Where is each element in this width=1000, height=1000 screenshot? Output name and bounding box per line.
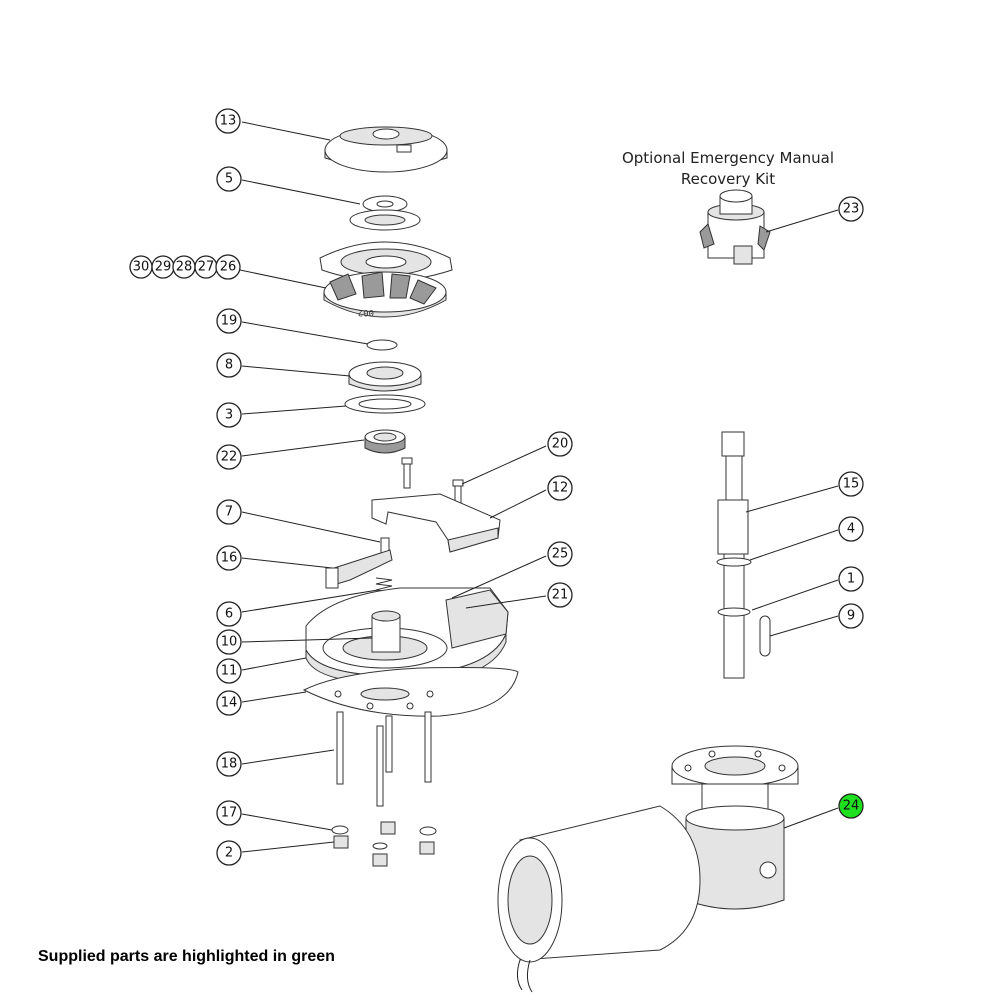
callout-10: 10 bbox=[216, 629, 242, 655]
callout-17: 17 bbox=[216, 800, 242, 826]
svg-text:8: 8 bbox=[225, 358, 233, 373]
callout-23: 23 bbox=[838, 196, 864, 222]
svg-text:1: 1 bbox=[847, 572, 855, 587]
callout-22: 22 bbox=[216, 444, 242, 470]
svg-text:18: 18 bbox=[221, 757, 238, 772]
callout-6: 6 bbox=[216, 601, 242, 627]
part-13-top-cap bbox=[324, 126, 448, 173]
svg-text:27: 27 bbox=[198, 260, 215, 275]
part-20-bolts bbox=[401, 457, 464, 514]
svg-text:5: 5 bbox=[225, 172, 233, 187]
part-2-nuts bbox=[333, 821, 435, 867]
callout-11: 11 bbox=[216, 658, 242, 684]
callout-18: 18 bbox=[216, 751, 242, 777]
part-18-studs bbox=[336, 711, 432, 807]
part-12-cover bbox=[371, 493, 501, 553]
svg-text:20: 20 bbox=[552, 437, 569, 452]
callout-26: 26 bbox=[215, 254, 241, 280]
svg-text:23: 23 bbox=[843, 202, 860, 217]
part-15-shaft bbox=[717, 431, 749, 679]
svg-text:7: 7 bbox=[225, 505, 233, 520]
part-17-washers bbox=[331, 825, 437, 836]
svg-text:3: 3 bbox=[225, 408, 233, 423]
svg-text:13: 13 bbox=[220, 114, 237, 129]
svg-text:21: 21 bbox=[552, 588, 569, 603]
part-6-spring bbox=[375, 577, 393, 593]
svg-text:16: 16 bbox=[221, 551, 238, 566]
svg-text:19: 19 bbox=[221, 314, 238, 329]
recovery-kit-title-line1: Optional Emergency Manual bbox=[621, 149, 835, 167]
callout-24-highlighted: 24 bbox=[838, 793, 864, 819]
svg-text:26: 26 bbox=[220, 260, 237, 275]
svg-text:28: 28 bbox=[176, 260, 193, 275]
part-14-base-gasket bbox=[302, 667, 519, 717]
part-3-gasket bbox=[344, 394, 426, 414]
svg-text:11: 11 bbox=[221, 664, 238, 679]
recovery-kit-title-line2: Recovery Kit bbox=[680, 170, 776, 188]
svg-text:9: 9 bbox=[847, 609, 855, 624]
recovery-kit-title: Optional Emergency Manual Recovery Kit bbox=[600, 148, 856, 190]
svg-text:12: 12 bbox=[552, 481, 569, 496]
callout-9: 9 bbox=[838, 603, 864, 629]
part-26-drum-assembly: 002 bbox=[319, 209, 453, 318]
callout-29: 29 bbox=[151, 255, 175, 279]
callout-27: 27 bbox=[194, 255, 218, 279]
svg-text:22: 22 bbox=[221, 450, 238, 465]
part-19-circlip bbox=[366, 339, 398, 351]
callout-12: 12 bbox=[547, 475, 573, 501]
callout-1: 1 bbox=[838, 566, 864, 592]
part-8-bearing-housing bbox=[348, 361, 422, 392]
drum-marking: 002 bbox=[358, 307, 374, 317]
callout-8: 8 bbox=[216, 352, 242, 378]
svg-text:25: 25 bbox=[552, 547, 569, 562]
callout-14: 14 bbox=[216, 690, 242, 716]
callout-3: 3 bbox=[216, 402, 242, 428]
callout-15: 15 bbox=[838, 471, 864, 497]
supplied-parts-note: Supplied parts are highlighted in green bbox=[38, 948, 335, 965]
callout-5: 5 bbox=[216, 166, 242, 192]
svg-text:24: 24 bbox=[843, 799, 860, 814]
part-4-circlip bbox=[716, 557, 752, 567]
callout-7: 7 bbox=[216, 499, 242, 525]
part-16-lever bbox=[325, 549, 393, 589]
callout-19: 19 bbox=[216, 308, 242, 334]
callout-25: 25 bbox=[547, 541, 573, 567]
svg-text:17: 17 bbox=[221, 806, 238, 821]
part-5-washer bbox=[362, 195, 408, 213]
callout-16: 16 bbox=[216, 545, 242, 571]
part-9-key bbox=[759, 615, 771, 657]
callout-20: 20 bbox=[547, 431, 573, 457]
part-22-seal bbox=[364, 429, 406, 454]
part-1-circlip bbox=[717, 607, 751, 617]
svg-text:2: 2 bbox=[225, 846, 233, 861]
svg-text:30: 30 bbox=[133, 260, 150, 275]
svg-text:29: 29 bbox=[155, 260, 172, 275]
callout-21: 21 bbox=[547, 582, 573, 608]
callout-2: 2 bbox=[216, 840, 242, 866]
svg-text:14: 14 bbox=[221, 696, 238, 711]
part-24-motor-gearbox bbox=[497, 745, 799, 993]
part-23-recovery-kit bbox=[699, 189, 771, 265]
svg-text:15: 15 bbox=[843, 477, 860, 492]
svg-text:6: 6 bbox=[225, 607, 233, 622]
leader-lines bbox=[239, 121, 839, 853]
callout-4: 4 bbox=[838, 516, 864, 542]
callout-13: 13 bbox=[215, 108, 241, 134]
callout-30: 30 bbox=[129, 255, 153, 279]
svg-text:4: 4 bbox=[847, 522, 855, 537]
svg-text:10: 10 bbox=[221, 635, 238, 650]
callout-28: 28 bbox=[172, 255, 196, 279]
